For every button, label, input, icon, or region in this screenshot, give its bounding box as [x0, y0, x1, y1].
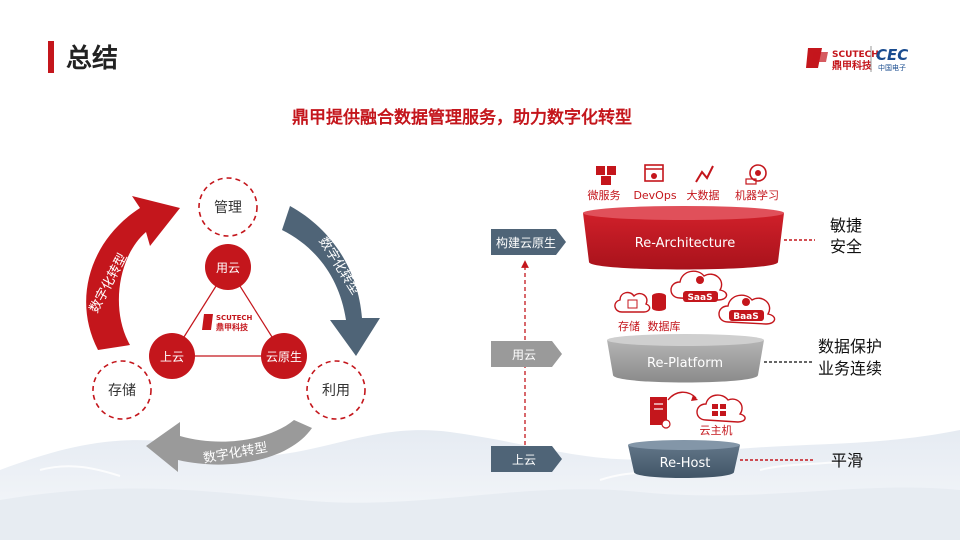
tag-use-cloud: 用云 — [491, 341, 562, 367]
devops-icon — [644, 164, 664, 182]
re-architecture-title: Re-Architecture — [635, 236, 735, 251]
icon-label-bigdata: 大数据 — [687, 188, 720, 202]
node-store: 存储 — [92, 360, 152, 420]
cec-logo: CEC 中国电子 — [876, 46, 908, 72]
center-logo-brand: SCUTECH — [216, 314, 253, 322]
cloud-triangle: 用云 上云 云原生 SCUTECH 鼎甲科技 — [149, 244, 307, 379]
slide-subtitle: 鼎甲提供融合数据管理服务，助力数字化转型 — [292, 107, 632, 128]
database-icon — [652, 293, 666, 311]
architecture-benefit-2: 安全 — [830, 237, 862, 256]
cycle-arrow-left — [86, 196, 180, 350]
node-use: 利用 — [306, 360, 366, 420]
tag-use-cloud-label: 用云 — [512, 348, 536, 362]
cylinder-re-host: Re-Host — [628, 440, 740, 478]
cycle-arrow-bottom — [146, 420, 312, 472]
title-accent-bar — [48, 41, 54, 73]
transformation-cycle: 数字化转型 数字化转型 数字化转型 管理 存储 利用 用云 上云 — [86, 177, 380, 472]
icon-label-microservice: 微服务 — [588, 188, 621, 202]
triangle-node-top-label: 用云 — [216, 261, 240, 275]
cycle-arrow-right — [282, 206, 380, 356]
page-title: 总结 — [66, 44, 118, 74]
center-scutech-logo: SCUTECH 鼎甲科技 — [202, 314, 253, 332]
baas-label: BaaS — [733, 312, 759, 322]
re-host-title: Re-Host — [660, 456, 711, 471]
triangle-node-top — [205, 244, 251, 290]
top-icon-row: 微服务 DevOps 大数据 机器学习 — [588, 164, 779, 202]
center-logo-mark-icon — [202, 314, 213, 330]
saas-user-icon — [696, 276, 704, 284]
server-gear-icon — [661, 419, 671, 429]
database-label: 数据库 — [648, 319, 681, 333]
scutech-logo-cn: 鼎甲科技 — [832, 59, 873, 72]
triangle-node-right — [261, 333, 307, 379]
machine-learning-gear-icon — [745, 164, 767, 185]
triangle-node-right-label: 云原生 — [266, 350, 302, 364]
baas-cloud-icon: BaaS — [718, 294, 776, 325]
tag-onto-cloud-label: 上云 — [512, 453, 536, 467]
saas-cloud-icon: SaaS — [670, 270, 728, 303]
cubes-icon — [596, 166, 616, 185]
node-manage-label: 管理 — [214, 200, 242, 216]
architecture-benefit-1: 敏捷 — [830, 216, 862, 235]
cec-logo-cn: 中国电子 — [878, 63, 906, 72]
tag-build-cloud-native-label: 构建云原生 — [496, 235, 556, 250]
server-to-cloud-host: 云主机 — [650, 391, 746, 437]
storage-label: 存储 — [618, 319, 640, 333]
icon-label-ml: 机器学习 — [735, 188, 779, 202]
cylinder-re-architecture: Re-Architecture — [583, 206, 784, 270]
bigdata-chart-icon — [695, 165, 714, 183]
host-benefit-1: 平滑 — [831, 451, 863, 470]
saas-label: SaaS — [687, 293, 712, 303]
baas-user-icon — [742, 298, 750, 306]
triangle-node-left — [149, 333, 195, 379]
node-store-label: 存储 — [108, 383, 136, 399]
background-mountains — [0, 430, 960, 540]
cloud-host-label: 云主机 — [700, 423, 733, 437]
node-manage: 管理 — [198, 177, 258, 237]
icon-label-devops: DevOps — [633, 189, 676, 202]
triangle-node-left-label: 上云 — [160, 350, 184, 364]
platform-benefit-1: 数据保护 — [818, 337, 882, 356]
cloud-stack: 微服务 DevOps 大数据 机器学习 构建云原生 — [491, 164, 882, 478]
tag-build-cloud-native: 构建云原生 — [491, 229, 566, 255]
platform-benefit-2: 业务连续 — [818, 359, 882, 378]
tag-onto-cloud: 上云 — [491, 446, 562, 472]
storage-cloud-icon — [614, 291, 651, 313]
cylinder-re-platform: Re-Platform — [607, 334, 764, 383]
header: 总结 SCUTECH 鼎甲科技 CEC 中国电子 — [48, 41, 908, 74]
mid-cloud-icons: 存储 数据库 SaaS BaaS — [614, 270, 776, 333]
scutech-logo-brand: SCUTECH — [832, 50, 879, 60]
re-platform-title: Re-Platform — [647, 356, 723, 371]
node-use-label: 利用 — [322, 383, 350, 399]
scutech-logo: SCUTECH 鼎甲科技 — [806, 48, 879, 72]
cec-logo-text: CEC — [876, 46, 908, 64]
center-logo-cn: 鼎甲科技 — [216, 322, 249, 332]
